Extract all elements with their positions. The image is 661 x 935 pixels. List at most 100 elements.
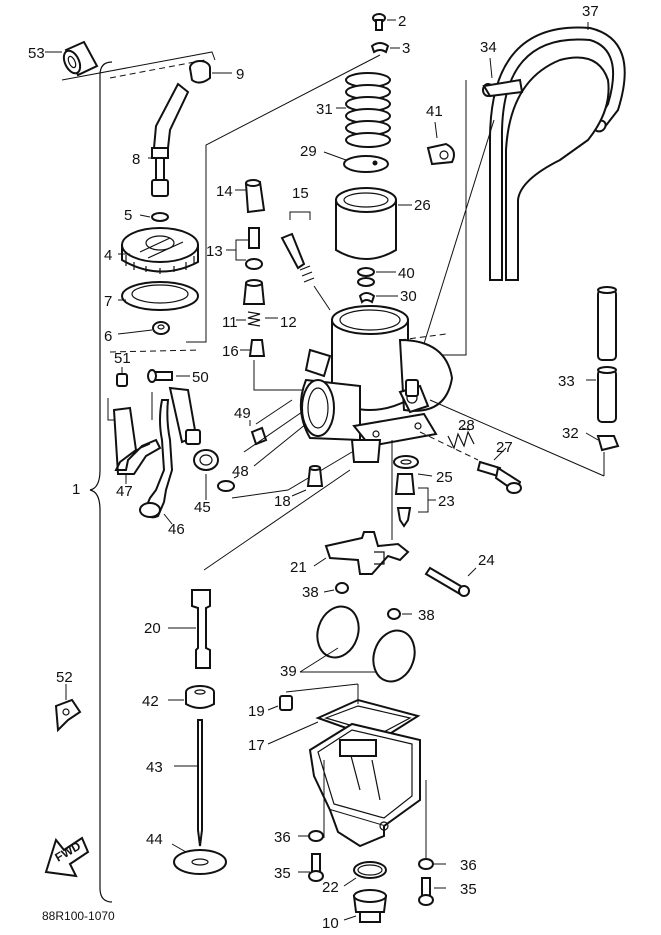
label-40: 40 — [398, 265, 415, 282]
part-23-needle-valve — [394, 473, 436, 528]
part-41-clamp — [426, 121, 455, 166]
label-36-left: 36 — [274, 829, 291, 846]
label-38-left: 38 — [302, 584, 319, 601]
part-19-jet — [267, 695, 293, 711]
part-36-washer-right — [418, 858, 446, 870]
part-14-cap — [235, 179, 266, 214]
part-16-plunger — [240, 339, 266, 357]
fwd-arrow-icon — [44, 836, 90, 878]
part-33-hose-upper — [597, 286, 617, 361]
part-28-spring — [447, 427, 475, 450]
part-20-jet-tube — [168, 589, 211, 669]
label-26: 26 — [414, 197, 431, 214]
label-53: 53 — [28, 45, 45, 62]
part-27-idle-screw — [476, 447, 522, 494]
part-26-throttle-valve — [335, 187, 412, 260]
label-10: 10 — [322, 915, 339, 932]
label-20: 20 — [144, 620, 161, 637]
label-42: 42 — [142, 693, 159, 710]
part-42-holder — [168, 685, 215, 709]
label-23: 23 — [438, 493, 455, 510]
label-9: 9 — [236, 66, 244, 83]
label-14: 14 — [216, 183, 233, 200]
part-21-float-arm — [313, 531, 410, 575]
part-40-washers — [357, 267, 396, 287]
diagram-code: 88R100-1070 — [42, 909, 115, 923]
label-2: 2 — [398, 13, 406, 30]
part-52-fitting — [54, 684, 82, 733]
part-45-plug — [168, 386, 219, 500]
part-48-ring — [217, 475, 239, 492]
label-47: 47 — [116, 483, 133, 500]
label-43: 43 — [146, 759, 163, 776]
label-25: 25 — [436, 469, 453, 486]
part-4-chamber-top — [118, 227, 199, 274]
label-19: 19 — [248, 703, 265, 720]
label-27: 27 — [496, 439, 513, 456]
part-25-washer — [393, 455, 433, 477]
label-21: 21 — [290, 559, 307, 576]
part-49-cap — [249, 420, 268, 446]
label-12: 12 — [280, 314, 297, 331]
part-11-spring — [236, 311, 261, 327]
part-35-screw-right — [418, 877, 446, 906]
part-9-cap — [189, 60, 232, 84]
part-44-washer — [171, 843, 227, 875]
label-1: 1 — [72, 481, 80, 498]
part-5-o-ring — [151, 212, 169, 222]
part-50-bolt — [147, 369, 190, 383]
part-39-floats — [299, 605, 416, 683]
part-38-cap-left — [323, 582, 349, 594]
label-22: 22 — [322, 879, 339, 896]
label-3: 3 — [402, 40, 410, 57]
part-22-o-ring — [343, 861, 387, 887]
part-51-cap — [116, 367, 128, 387]
part-31-spring — [336, 72, 391, 148]
label-30: 30 — [400, 288, 417, 305]
part-43-needle — [174, 719, 203, 847]
part-12-holder — [242, 279, 278, 319]
part-33-hose-lower — [586, 366, 617, 423]
label-44: 44 — [146, 831, 163, 848]
label-45: 45 — [194, 499, 211, 516]
label-28: 28 — [458, 417, 475, 434]
label-31: 31 — [316, 101, 333, 118]
part-36-washer-left — [298, 830, 324, 842]
part-10-drain-plug — [343, 889, 388, 923]
part-30-clip — [358, 292, 398, 304]
label-11: 11 — [222, 314, 238, 331]
label-35-right: 35 — [460, 881, 477, 898]
label-5: 5 — [124, 207, 132, 224]
label-41: 41 — [426, 103, 443, 120]
part-46-cable — [139, 399, 174, 525]
label-24: 24 — [478, 552, 495, 569]
label-18: 18 — [274, 493, 291, 510]
label-6: 6 — [104, 328, 112, 345]
part-8-hose — [148, 82, 190, 197]
part-35-screw-left — [298, 853, 324, 882]
label-16: 16 — [222, 343, 239, 360]
part-53-sleeve — [45, 40, 99, 77]
part-47-bracket — [112, 406, 162, 475]
label-17: 17 — [248, 737, 265, 754]
label-52: 52 — [56, 669, 73, 686]
part-24-pin — [424, 566, 477, 597]
part-13-screw — [226, 227, 263, 270]
label-7: 7 — [104, 293, 112, 310]
label-49: 49 — [234, 405, 251, 422]
label-29: 29 — [300, 143, 317, 160]
part-2-screw — [372, 13, 396, 31]
float-bowl — [308, 722, 421, 848]
label-13: 13 — [206, 243, 223, 260]
label-33: 33 — [558, 373, 575, 390]
label-46: 46 — [168, 521, 185, 538]
label-37: 37 — [582, 3, 599, 20]
part-32-clip — [585, 432, 620, 452]
part-29-plate — [323, 151, 389, 173]
part-6-nut — [117, 321, 170, 335]
part-3-clip — [370, 42, 400, 54]
label-51: 51 — [114, 350, 131, 367]
part-18-jet — [291, 465, 324, 497]
label-39: 39 — [280, 663, 297, 680]
carburetor-body — [299, 305, 454, 463]
